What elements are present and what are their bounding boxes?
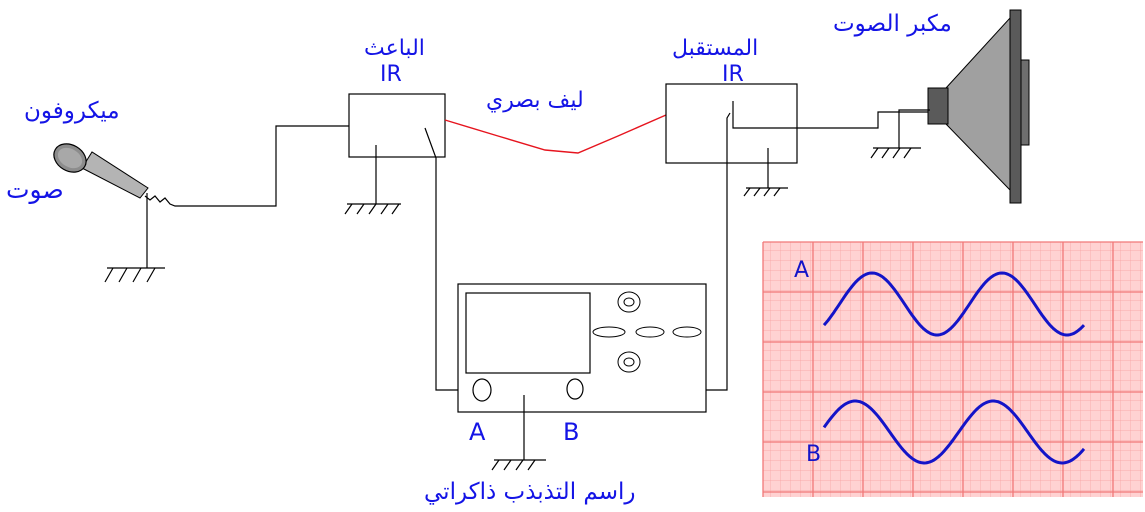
- optical-fiber-cable: [444, 114, 667, 154]
- oscilloscope-label: راسم التذبذب ذاكراتي: [424, 479, 636, 505]
- receiver-output-wire: [732, 101, 930, 129]
- trace-a-label: A: [794, 258, 810, 283]
- microphone-mesh: [57, 147, 83, 169]
- oscillogram-major-grid: [762, 241, 1143, 497]
- scope-input-b-connector: [566, 378, 584, 400]
- microphone-wire: [144, 125, 440, 207]
- receiver-ir-label: IR: [722, 62, 744, 87]
- speaker-label: مكبر الصوت: [833, 11, 952, 37]
- oscilloscope-ground-symbol: [491, 395, 546, 471]
- optical-fiber-label: ليف بصري: [486, 88, 584, 113]
- microphone-label: ميكروفون: [24, 98, 120, 124]
- knob-icon: [617, 291, 641, 313]
- loudspeaker-cone: [945, 16, 1011, 192]
- scope-input-b-label: B: [563, 418, 580, 446]
- sound-label: صوت: [6, 175, 64, 204]
- transmitter-ground-symbol: [344, 145, 401, 215]
- receiver-label: المستقبل: [672, 36, 759, 61]
- trace-b-label: B: [806, 442, 822, 467]
- loudspeaker-frame: [1009, 9, 1022, 204]
- oscillogram-panel: [762, 241, 1143, 497]
- oscilloscope-screen: [465, 292, 591, 374]
- scope-input-a-connector: [472, 378, 492, 402]
- loudspeaker-rim: [1020, 59, 1030, 146]
- trace-b-waveform: [822, 399, 1086, 465]
- oscilloscope: [457, 283, 707, 413]
- transmitter-label: الباعث: [364, 36, 425, 61]
- loudspeaker: [927, 9, 1030, 204]
- control-slot: [635, 326, 665, 338]
- ir-transmitter-box: [348, 93, 446, 158]
- control-slot: [672, 326, 702, 338]
- microphone-body: [81, 151, 149, 199]
- transmitter-to-scope-a-wire: [424, 127, 474, 391]
- trace-a-waveform: [822, 271, 1086, 337]
- speaker-ground-symbol: [870, 109, 930, 159]
- loudspeaker-magnet: [927, 87, 949, 125]
- knob-icon: [617, 351, 641, 373]
- receiver-ground-symbol: [743, 148, 788, 197]
- microphone: [53, 143, 149, 199]
- transmitter-ir-label: IR: [380, 62, 402, 87]
- control-slot: [592, 326, 626, 338]
- microphone-ground-symbol: [104, 193, 165, 283]
- scope-input-a-label: A: [469, 418, 486, 446]
- ir-receiver-box: [665, 83, 798, 164]
